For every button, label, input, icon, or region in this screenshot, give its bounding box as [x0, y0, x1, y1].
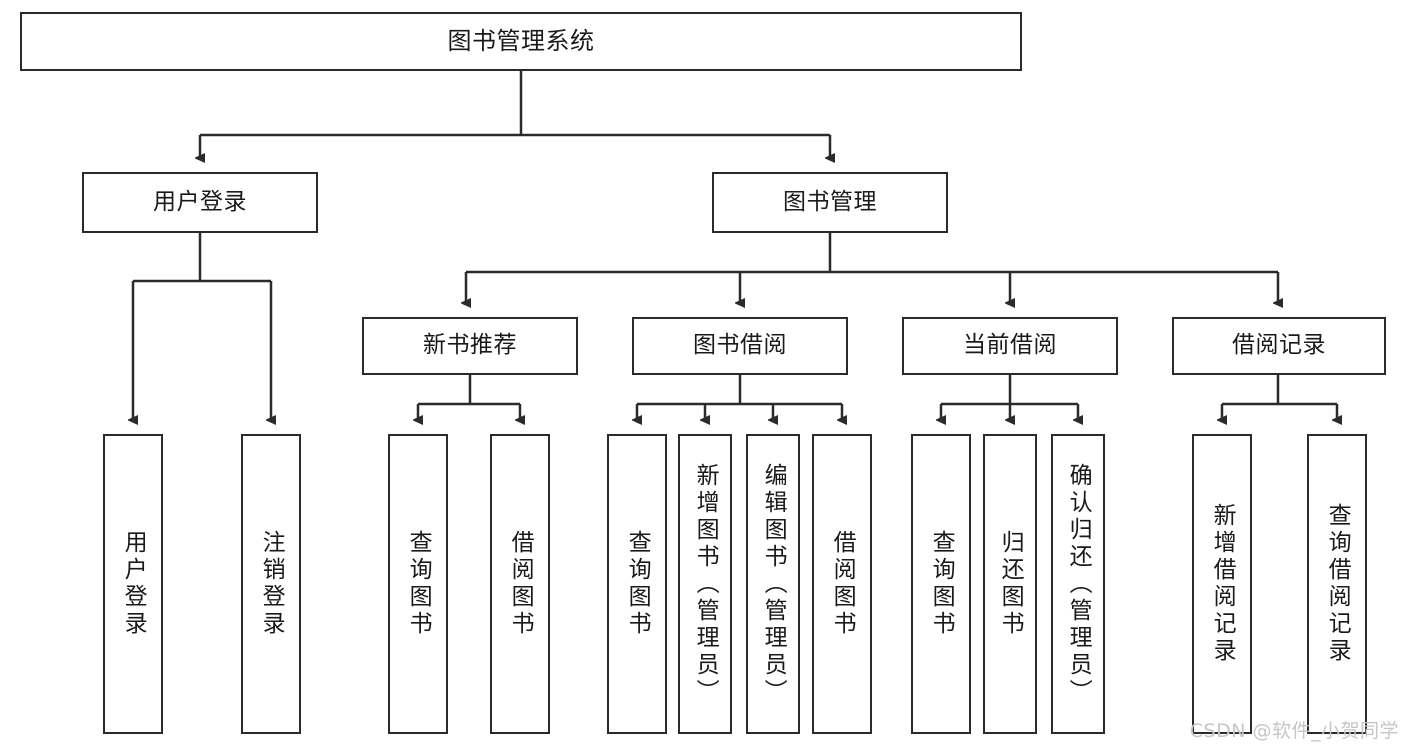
node-label: 新增借阅记录: [1209, 503, 1236, 665]
node-leaf-borrow-book[interactable]: 借阅图书: [812, 434, 872, 734]
node-leaf-query-borrow-record[interactable]: 查询借阅记录: [1307, 434, 1367, 734]
node-user-login[interactable]: 用户登录: [82, 172, 318, 233]
node-label: 借阅图书: [829, 530, 856, 638]
node-label: 当前借阅: [963, 332, 1057, 359]
node-leaf-logout[interactable]: 注销登录: [241, 434, 301, 734]
node-label: 图书管理: [783, 188, 877, 215]
node-book-management[interactable]: 图书管理: [712, 172, 948, 233]
node-label: 查询图书: [624, 530, 651, 638]
node-book-borrow[interactable]: 图书借阅: [632, 317, 848, 375]
node-leaf-query-book-current[interactable]: 查询图书: [911, 434, 971, 734]
node-current-borrow[interactable]: 当前借阅: [902, 317, 1118, 375]
node-label: 用户登录: [120, 530, 147, 638]
node-leaf-add-book-admin[interactable]: 新增图书（管理员）: [678, 434, 732, 734]
node-label: 确认归还（管理员）: [1065, 462, 1092, 706]
node-label: 用户登录: [153, 188, 247, 215]
node-leaf-confirm-return-admin[interactable]: 确认归还（管理员）: [1051, 434, 1105, 734]
node-label: 新书推荐: [423, 332, 517, 359]
node-label: 查询图书: [405, 530, 432, 638]
node-label: 查询图书: [928, 530, 955, 638]
node-label: 查询借阅记录: [1324, 503, 1351, 665]
node-leaf-edit-book-admin[interactable]: 编辑图书（管理员）: [746, 434, 800, 734]
node-leaf-return-book[interactable]: 归还图书: [983, 434, 1037, 734]
node-root-system[interactable]: 图书管理系统: [20, 12, 1022, 71]
node-label: 借阅图书: [507, 530, 534, 638]
node-label: 编辑图书（管理员）: [760, 462, 787, 706]
node-leaf-query-book-recommend[interactable]: 查询图书: [388, 434, 448, 734]
node-leaf-add-borrow-record[interactable]: 新增借阅记录: [1192, 434, 1252, 734]
node-label: 归还图书: [997, 530, 1024, 638]
node-label: 图书管理系统: [447, 27, 595, 56]
node-label: 新增图书（管理员）: [692, 462, 719, 706]
node-leaf-user-login[interactable]: 用户登录: [103, 434, 163, 734]
node-new-book-recommend[interactable]: 新书推荐: [362, 317, 578, 375]
node-leaf-query-book-borrow[interactable]: 查询图书: [607, 434, 667, 734]
node-label: 注销登录: [258, 530, 285, 638]
node-borrow-record[interactable]: 借阅记录: [1172, 317, 1386, 375]
csdn-watermark: CSDN @软件_小贺同学: [1189, 720, 1399, 742]
node-leaf-borrow-book-recommend[interactable]: 借阅图书: [490, 434, 550, 734]
node-label: 图书借阅: [693, 332, 787, 359]
node-label: 借阅记录: [1232, 332, 1326, 359]
